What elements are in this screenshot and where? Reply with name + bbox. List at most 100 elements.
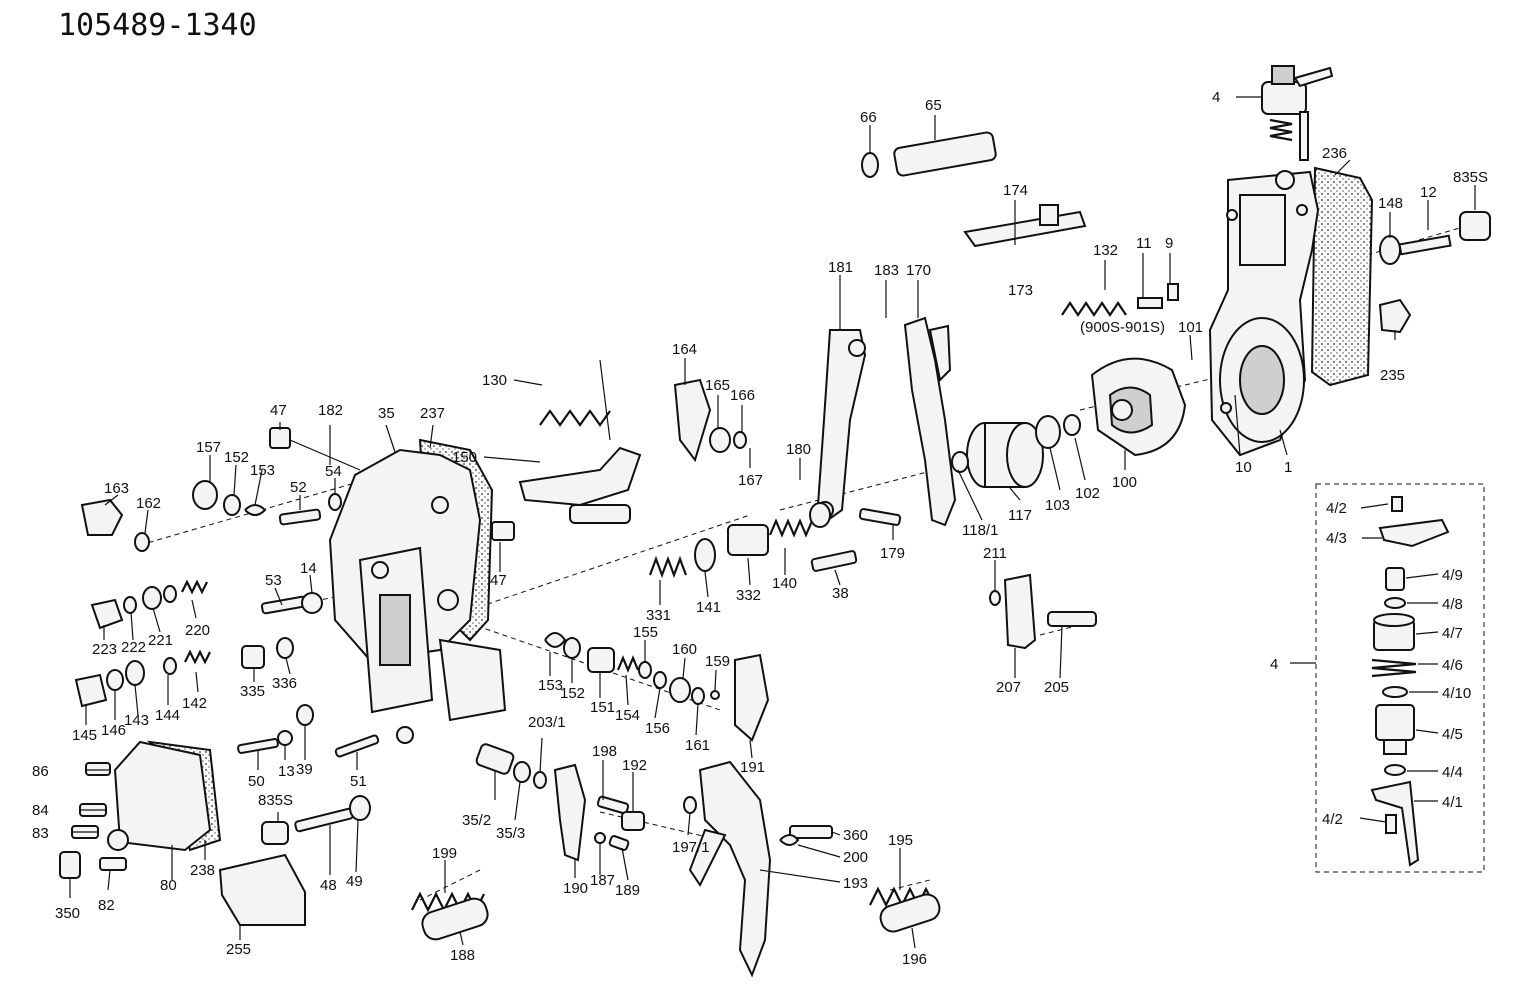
- washer-54: [328, 493, 342, 511]
- washer-35-3: [513, 761, 531, 783]
- bolt-182: [269, 427, 515, 541]
- label-159: 159: [705, 653, 730, 670]
- label-14: 14: [300, 560, 317, 577]
- label-101: 101: [1178, 319, 1203, 336]
- label-51: 51: [350, 773, 367, 790]
- label-35-2: 35/2: [462, 812, 491, 829]
- label-197-1: 197/1: [672, 839, 710, 856]
- nut-14: [301, 592, 323, 614]
- label-223: 223: [92, 641, 117, 658]
- label-174: 174: [1003, 182, 1028, 199]
- bracket-174: [963, 204, 1087, 248]
- label-53: 53: [265, 572, 282, 589]
- label-4: 4: [1212, 89, 1220, 106]
- washer-39: [296, 704, 314, 726]
- flyweight-assembly: [1090, 357, 1187, 457]
- label-151: 151: [590, 699, 615, 716]
- spring-132-group: [1061, 283, 1179, 317]
- end-cover-80: [107, 740, 222, 852]
- sleeve-196: [879, 893, 941, 933]
- label-152-a: 152: [224, 449, 249, 466]
- drawing-number: 105489-1340: [58, 8, 257, 43]
- label-117: 117: [1008, 507, 1032, 524]
- label-193: 193: [843, 875, 868, 892]
- bolt-48: [294, 807, 354, 833]
- plug-335: [241, 645, 265, 669]
- label-195: 195: [888, 832, 913, 849]
- label-165: 165: [705, 377, 730, 394]
- label-157: 157: [196, 439, 221, 456]
- label-kit-4-8: 4/8: [1442, 596, 1463, 613]
- stop-screw-220-group: [90, 579, 208, 630]
- label-235: 235: [1380, 367, 1405, 384]
- label-221: 221: [148, 632, 173, 649]
- label-350: 350: [55, 905, 80, 922]
- lever-170: [903, 316, 957, 527]
- adjust-screw-65: [861, 131, 997, 178]
- label-103: 103: [1045, 497, 1070, 514]
- label-47-b: 47: [490, 572, 507, 589]
- sleeve-parts: [951, 414, 1081, 488]
- label-kit-4-6: 4/6: [1442, 657, 1463, 674]
- label-835s-b: 835S: [258, 792, 293, 809]
- label-9: 9: [1165, 235, 1173, 252]
- boost-parts: [544, 632, 770, 742]
- label-188: 188: [450, 947, 475, 964]
- label-145: 145: [72, 727, 97, 744]
- bolt-50: [237, 738, 279, 754]
- label-150: 150: [452, 449, 477, 466]
- label-166: 166: [730, 387, 755, 404]
- nut-13: [277, 730, 293, 746]
- label-167: 167: [738, 472, 763, 489]
- label-196: 196: [902, 951, 927, 968]
- label-183: 183: [874, 262, 899, 279]
- bolt-82: [99, 857, 127, 871]
- label-12: 12: [1420, 184, 1437, 201]
- label-52: 52: [290, 479, 307, 496]
- washer-49: [349, 795, 371, 821]
- label-kit-4: 4: [1270, 656, 1278, 673]
- governor-cover: [328, 438, 507, 744]
- label-141: 141: [696, 599, 721, 616]
- label-118-1: 118/1: [962, 522, 998, 539]
- label-335: 335: [240, 683, 265, 700]
- label-48: 48: [320, 877, 337, 894]
- label-144: 144: [155, 707, 180, 724]
- label-238: 238: [190, 862, 215, 879]
- label-66: 66: [860, 109, 877, 126]
- label-153-b: 153: [538, 677, 563, 694]
- stop-solenoid: [1261, 65, 1334, 161]
- pin-179: [858, 508, 902, 526]
- label-163: 163: [104, 480, 129, 497]
- label-130: 130: [482, 372, 507, 389]
- label-173: 173: [1008, 282, 1033, 299]
- label-237: 237: [420, 405, 445, 422]
- label-162: 162: [136, 495, 161, 512]
- label-35: 35: [378, 405, 395, 422]
- washer-162: [134, 532, 150, 552]
- governor-housing: [1208, 166, 1374, 457]
- label-331: 331: [646, 607, 671, 624]
- lever-164-group: [673, 378, 747, 463]
- torque-control-parts: [648, 502, 831, 579]
- label-kit-4-2-a: 4/2: [1326, 500, 1347, 517]
- plug-350: [59, 851, 81, 879]
- label-13: 13: [278, 763, 295, 780]
- label-154: 154: [615, 707, 640, 724]
- label-35-3: 35/3: [496, 825, 525, 842]
- label-207: 207: [996, 679, 1021, 696]
- label-160: 160: [672, 641, 697, 658]
- control-lever-150: [518, 359, 642, 524]
- bolt-53: [260, 595, 308, 615]
- label-kit-4-4: 4/4: [1442, 764, 1463, 781]
- label-182: 182: [318, 402, 343, 419]
- bracket-255: [218, 853, 306, 926]
- label-180: 180: [786, 441, 811, 458]
- label-332: 332: [736, 587, 761, 604]
- label-50: 50: [248, 773, 265, 790]
- label-181: 181: [828, 259, 853, 276]
- label-54: 54: [325, 463, 342, 480]
- label-360: 360: [843, 827, 868, 844]
- label-222: 222: [121, 639, 146, 656]
